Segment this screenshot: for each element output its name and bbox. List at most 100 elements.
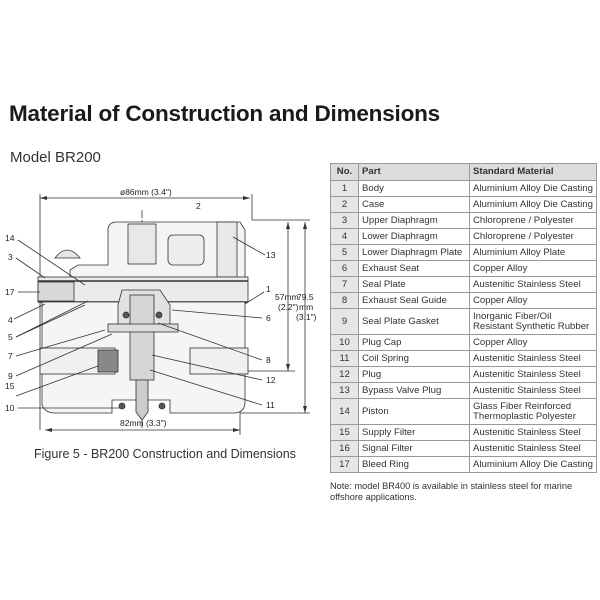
cell-material: Aluminium Alloy Plate [469, 244, 597, 261]
header-material: Standard Material [469, 163, 597, 181]
cell-no: 15 [330, 424, 359, 441]
callout-12: 12 [266, 375, 276, 385]
cell-no: 16 [330, 440, 359, 457]
supply-filter-mesh [97, 349, 119, 373]
cell-no: 10 [330, 334, 359, 351]
cell-material: Austenitic Stainless Steel [469, 350, 597, 367]
cell-material: Aluminium Alloy Die Casting [469, 456, 597, 473]
cell-part: Case [358, 196, 470, 213]
cell-material: Chloroprene / Polyester [469, 228, 597, 245]
callout-1: 1 [266, 284, 271, 294]
callout-10: 10 [5, 403, 15, 413]
callout-14: 14 [5, 233, 15, 243]
callout-11: 11 [266, 400, 275, 410]
model-heading: Model BR200 [10, 149, 101, 166]
cell-part: Exhaust Seat [358, 260, 470, 277]
callout-2: 2 [196, 201, 201, 211]
cell-part: Exhaust Seal Guide [358, 292, 470, 309]
dim-79-inch: (3.1") [296, 312, 317, 322]
callout-9: 9 [8, 371, 13, 381]
cell-part: Piston [358, 398, 470, 425]
cell-material: Austenitic Stainless Steel [469, 440, 597, 457]
cell-part: Bleed Ring [358, 456, 470, 473]
part-callouts: 1 2 3 4 5 6 7 8 9 10 11 12 13 14 15 17 [5, 201, 276, 413]
cell-material: Austenitic Stainless Steel [469, 276, 597, 293]
cell-no: 3 [330, 212, 359, 229]
cell-part: Upper Diaphragm [358, 212, 470, 229]
cell-material: Copper Alloy [469, 334, 597, 351]
cell-part: Seal Plate Gasket [358, 308, 470, 335]
dim-bottom-label: 82mm (3.3") [120, 418, 167, 428]
cell-no: 13 [330, 382, 359, 399]
cell-part: Lower Diaphragm [358, 228, 470, 245]
cell-part: Lower Diaphragm Plate [358, 244, 470, 261]
cell-part: Plug Cap [358, 334, 470, 351]
cell-material: Aluminium Alloy Die Casting [469, 180, 597, 197]
callout-13: 13 [266, 250, 276, 260]
dim-79-unit: mm [299, 302, 313, 312]
cell-material: Inorganic Fiber/Oil Resistant Synthetic … [469, 308, 597, 335]
cell-part: Body [358, 180, 470, 197]
cell-no: 14 [330, 398, 359, 425]
cell-no: 7 [330, 276, 359, 293]
dim-top-label: ø86mm (3.4") [120, 187, 172, 197]
callout-8: 8 [266, 355, 271, 365]
cell-material: Austenitic Stainless Steel [469, 424, 597, 441]
cell-no: 6 [330, 260, 359, 277]
header-part: Part [358, 163, 470, 181]
cell-material: Austenitic Stainless Steel [469, 382, 597, 399]
callout-6: 6 [266, 313, 271, 323]
cell-no: 9 [330, 308, 359, 335]
cell-no: 17 [330, 456, 359, 473]
callout-3: 3 [8, 252, 13, 262]
cell-material: Aluminium Alloy Die Casting [469, 196, 597, 213]
cell-no: 1 [330, 180, 359, 197]
callout-4: 4 [8, 315, 13, 325]
cell-material: Copper Alloy [469, 260, 597, 277]
callout-5: 5 [8, 332, 13, 342]
header-no: No. [330, 163, 359, 181]
callout-17: 17 [5, 287, 15, 297]
page-title: Material of Construction and Dimensions [9, 101, 440, 126]
cell-material: Austenitic Stainless Steel [469, 366, 597, 383]
dim-79-label: 79.5 [297, 292, 314, 302]
construction-drawing: ø86mm (3.4") 82mm (3.3") 57mm (2.2") 79.… [5, 187, 317, 435]
cell-no: 8 [330, 292, 359, 309]
cell-part: Plug [358, 366, 470, 383]
callout-7: 7 [8, 351, 13, 361]
figure-caption: Figure 5 - BR200 Construction and Dimens… [34, 447, 296, 461]
cell-no: 11 [330, 350, 359, 367]
cell-part: Coil Spring [358, 350, 470, 367]
cell-part: Supply Filter [358, 424, 470, 441]
dim-57-inch: (2.2") [278, 302, 299, 312]
cell-material: Chloroprene / Polyester [469, 212, 597, 229]
table-header-row: No. Part Standard Material [330, 163, 597, 181]
table-note: Note: model BR400 is available in stainl… [330, 481, 573, 502]
cell-part: Seal Plate [358, 276, 470, 293]
callout-15: 15 [5, 381, 15, 391]
cell-part: Signal Filter [358, 440, 470, 457]
cell-material: Glass Fiber Reinforced Thermoplastic Pol… [469, 398, 597, 425]
cell-no: 12 [330, 366, 359, 383]
dim-57-label: 57mm [275, 292, 299, 302]
cell-no: 5 [330, 244, 359, 261]
cell-part: Bypass Valve Plug [358, 382, 470, 399]
cell-no: 4 [330, 228, 359, 245]
